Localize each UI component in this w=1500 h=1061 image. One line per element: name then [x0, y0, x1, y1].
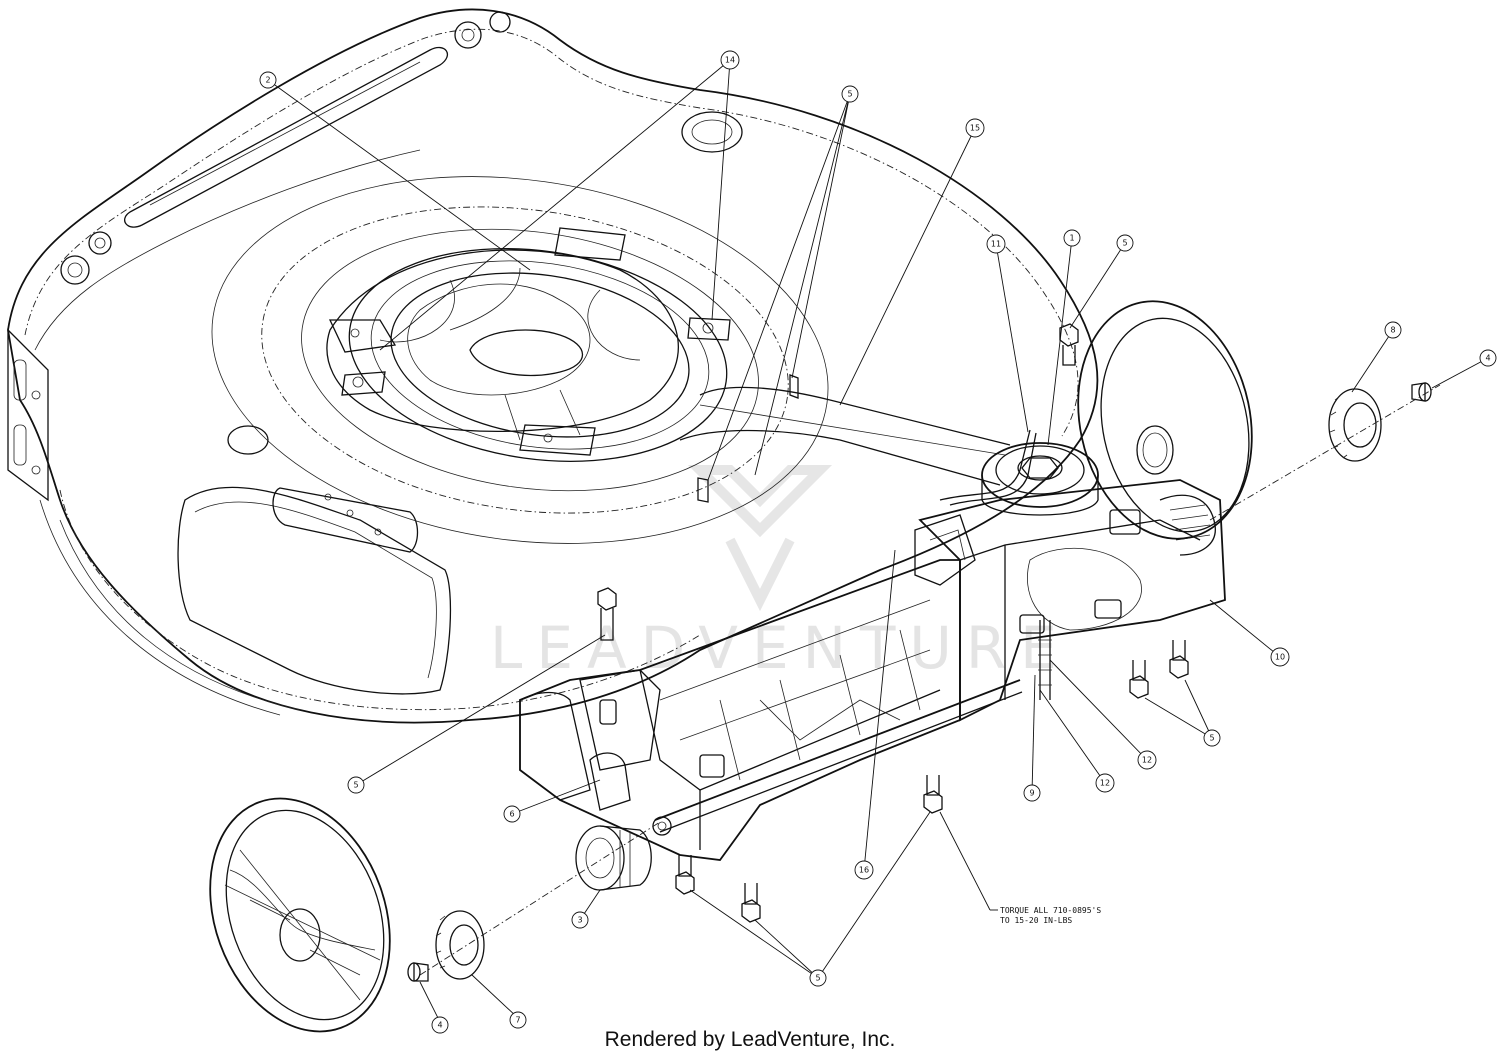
drive-belt: [679, 386, 1011, 486]
svg-text:11: 11: [991, 240, 1001, 249]
callout-12[interactable]: 12: [1137, 750, 1157, 770]
svg-text:15: 15: [970, 124, 980, 133]
svg-text:6: 6: [509, 810, 514, 819]
bolt: [1059, 323, 1079, 366]
bolt: [1169, 640, 1189, 679]
mower-deck: [7, 8, 1099, 724]
callout-11[interactable]: 11: [986, 234, 1006, 254]
leader-lines: [267, 59, 1489, 1023]
torque-note-line1: TORQUE ALL 710-0895'S: [1000, 906, 1101, 915]
callout-5[interactable]: 5: [347, 776, 365, 794]
bolt: [597, 587, 617, 641]
svg-text:4: 4: [437, 1021, 442, 1030]
right-wheel: [1077, 300, 1253, 540]
callout-15[interactable]: 15: [965, 118, 985, 138]
callout-16[interactable]: 16: [854, 860, 874, 880]
svg-text:5: 5: [353, 781, 358, 790]
svg-text:9: 9: [1029, 789, 1034, 798]
callout-4[interactable]: 4: [431, 1016, 449, 1034]
left-wheel-axis: [419, 821, 661, 976]
callout-10[interactable]: 10: [1270, 647, 1290, 667]
svg-text:14: 14: [725, 56, 735, 65]
callout-5[interactable]: 5: [1116, 234, 1134, 252]
svg-text:5: 5: [1209, 734, 1214, 743]
svg-text:5: 5: [847, 90, 852, 99]
callout-5[interactable]: 5: [809, 969, 827, 987]
right-wheel-axis: [1209, 384, 1441, 521]
callout-1[interactable]: 1: [1063, 229, 1081, 247]
svg-text:4: 4: [1485, 354, 1490, 363]
svg-text:12: 12: [1142, 756, 1152, 765]
svg-text:10: 10: [1275, 653, 1285, 662]
callout-4[interactable]: 4: [1479, 349, 1497, 367]
svg-text:5: 5: [815, 974, 820, 983]
callout-3[interactable]: 3: [571, 911, 589, 929]
axle-channel: [519, 559, 1023, 861]
svg-text:7: 7: [515, 1016, 520, 1025]
left-pinion-gear: [575, 825, 652, 891]
bolt: [741, 883, 761, 923]
right-drive-gear: [1328, 388, 1382, 462]
left-wheel: [209, 797, 391, 1033]
watermark: LEADVENTURE: [490, 465, 1071, 682]
bolt: [923, 775, 943, 814]
callout-2[interactable]: 2: [259, 71, 277, 89]
svg-text:8: 8: [1390, 326, 1395, 335]
right-wheel-cap: [1411, 382, 1432, 402]
bolt: [1129, 660, 1149, 699]
svg-text:2: 2: [265, 76, 270, 85]
callout-bubbles: 2 14 5 15 1 11 5 8 4 10 5 12 12 9 5 6 16…: [259, 50, 1497, 1034]
transmission: [914, 429, 1226, 722]
callout-12[interactable]: 12: [1095, 773, 1115, 793]
svg-text:12: 12: [1100, 779, 1110, 788]
svg-text:LEADVENTURE: LEADVENTURE: [490, 614, 1071, 682]
callout-5[interactable]: 5: [1203, 729, 1221, 747]
callout-8[interactable]: 8: [1384, 321, 1402, 339]
callout-6[interactable]: 6: [503, 805, 521, 823]
callout-7[interactable]: 7: [509, 1011, 527, 1029]
left-drive-gear: [435, 910, 485, 980]
torque-note-line2: TO 15-20 IN-LBS: [1000, 916, 1072, 925]
bolt: [675, 855, 695, 895]
callout-9[interactable]: 9: [1023, 784, 1041, 802]
svg-text:3: 3: [577, 916, 582, 925]
svg-text:16: 16: [859, 866, 869, 875]
svg-text:1: 1: [1069, 234, 1074, 243]
footer-credit: Rendered by LeadVenture, Inc.: [604, 1028, 896, 1051]
callout-5[interactable]: 5: [841, 85, 859, 103]
callout-14[interactable]: 14: [720, 50, 740, 70]
torque-note: TORQUE ALL 710-0895'S TO 15-20 IN-LBS: [990, 906, 1101, 925]
svg-text:5: 5: [1122, 239, 1127, 248]
left-wheel-cap: [407, 962, 429, 982]
